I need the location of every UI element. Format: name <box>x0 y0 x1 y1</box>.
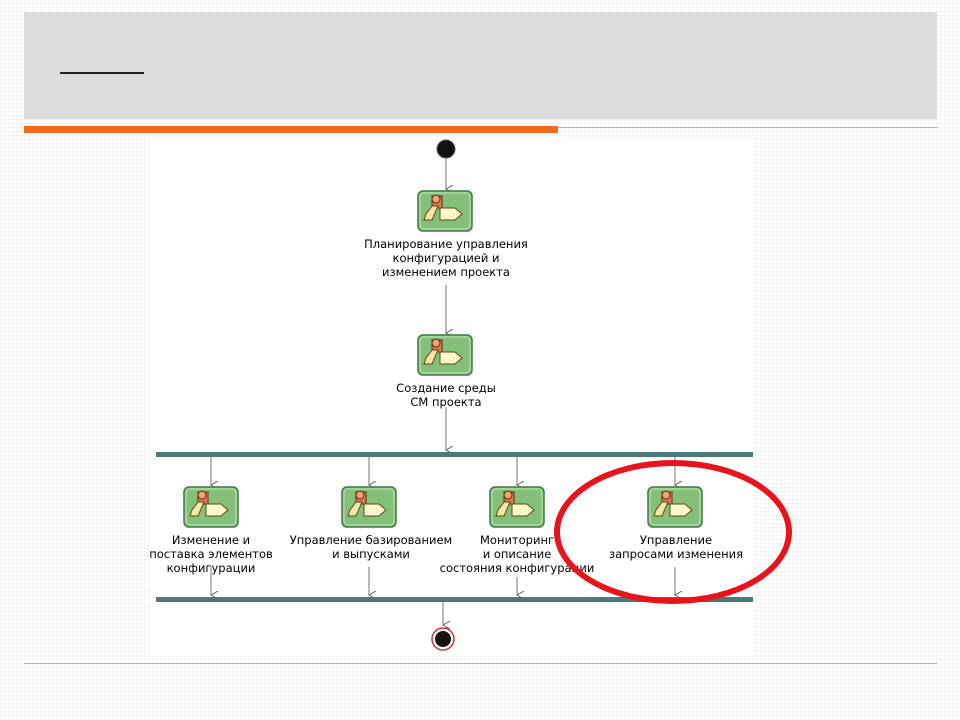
highlight-ellipse <box>554 460 792 604</box>
accent-rule-thin <box>558 127 938 128</box>
end-node-core <box>435 631 451 647</box>
fork-bar <box>156 452 753 457</box>
start-node <box>436 139 456 159</box>
activity-icon <box>489 486 545 528</box>
title-band <box>24 12 937 119</box>
activity-icon <box>417 190 473 232</box>
activity-label-baseline: Управление базированием и выпусками <box>289 533 453 561</box>
activity-label-change: Изменение и поставка элементов конфигура… <box>149 533 273 575</box>
join-bar <box>156 597 753 602</box>
activity-label-env: Создание среды CM проекта <box>396 381 496 409</box>
footer-rule <box>24 663 937 664</box>
slide-title-placeholder <box>60 72 144 74</box>
activity-icon <box>341 486 397 528</box>
activity-diagram: Планирование управления конфигурацией и … <box>149 139 753 656</box>
activity-icon <box>417 334 473 376</box>
accent-rule <box>24 126 558 133</box>
activity-label-plan: Планирование управления конфигурацией и … <box>364 237 528 279</box>
activity-icon <box>183 486 239 528</box>
